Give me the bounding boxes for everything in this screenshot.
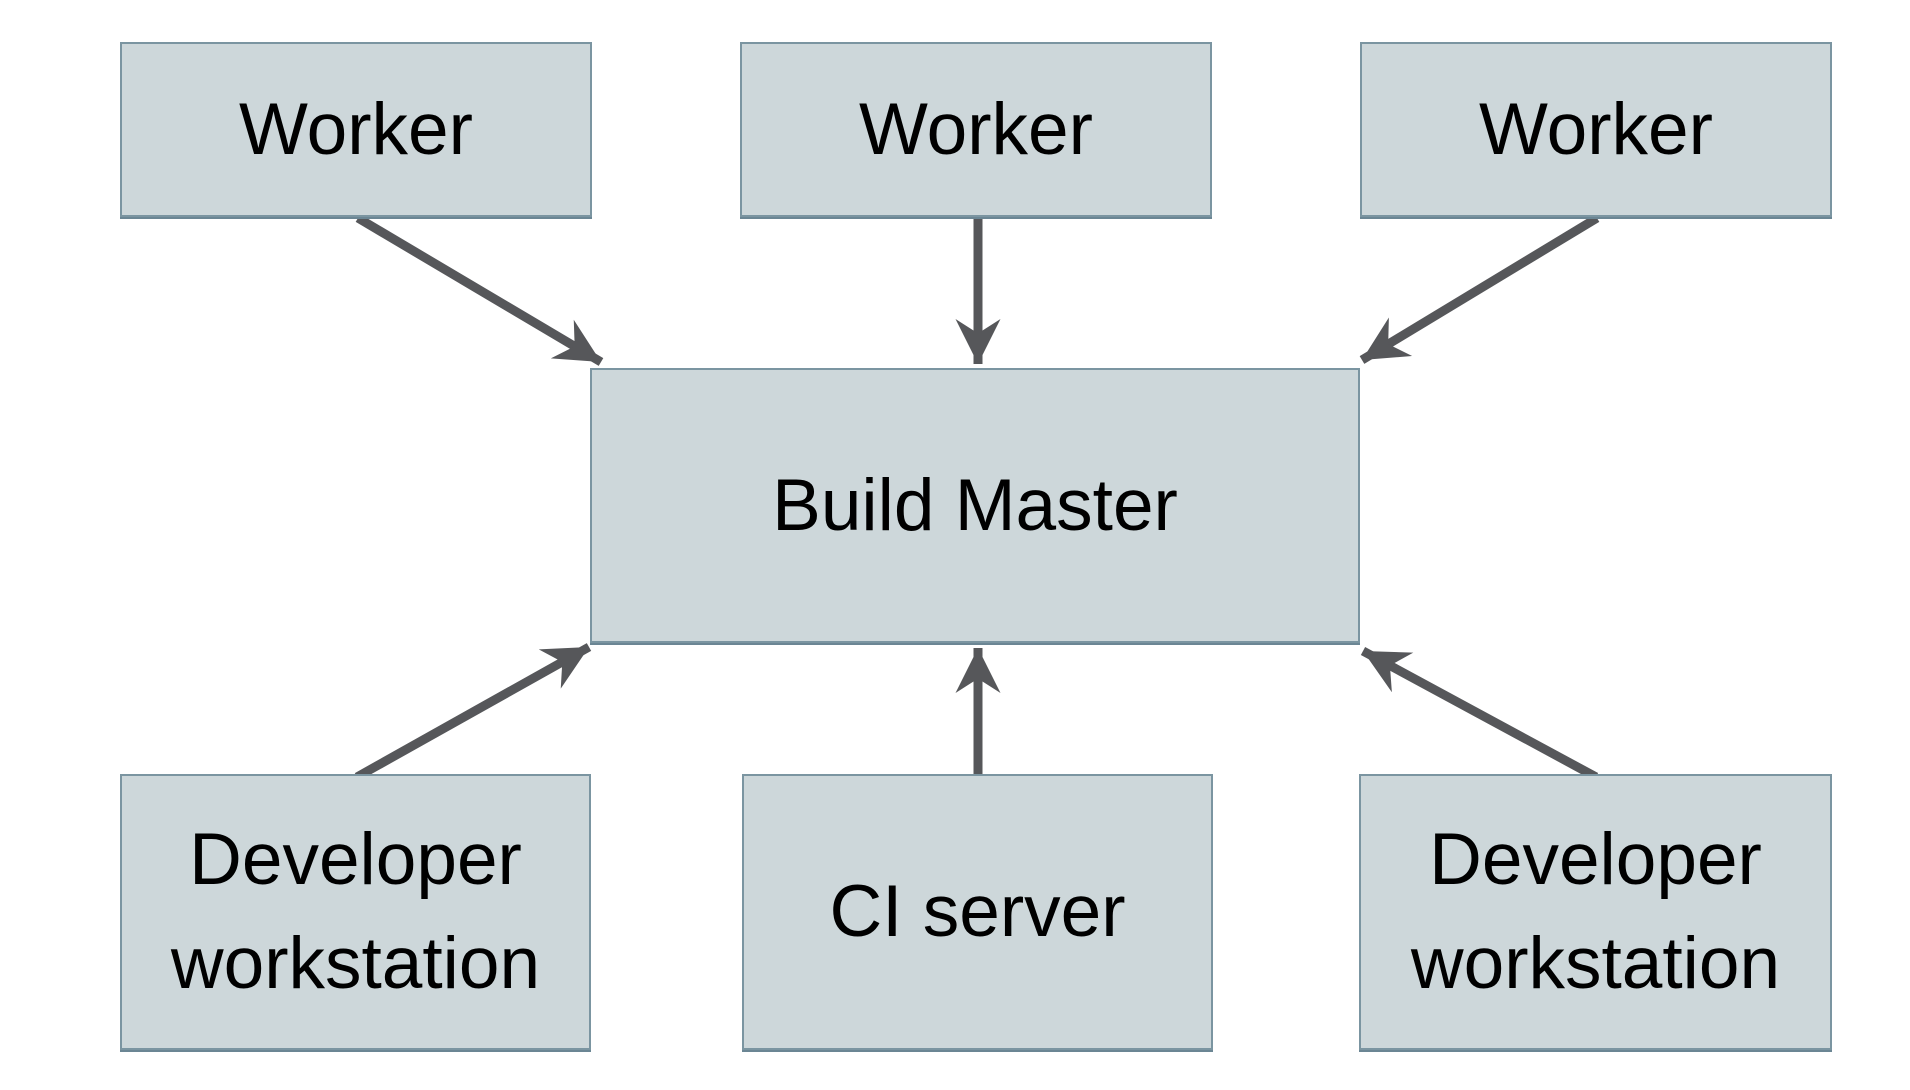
arrow-worker1-to-build-master: [355, 214, 604, 366]
arrow-dev-workstation-right-to-build-master: [1360, 647, 1599, 781]
node-worker-1-label: Worker: [239, 88, 473, 170]
node-worker-2: Worker: [740, 42, 1212, 217]
node-worker-3-label: Worker: [1479, 88, 1713, 170]
node-developer-workstation-right: Developer workstation: [1359, 774, 1832, 1050]
arrow-worker3-to-build-master: [1359, 214, 1600, 364]
node-build-master-label: Build Master: [772, 464, 1178, 546]
node-worker-2-label: Worker: [859, 88, 1093, 170]
node-worker-1: Worker: [120, 42, 592, 217]
node-developer-workstation-left: Developer workstation: [120, 774, 591, 1050]
node-ci-server-label: CI server: [829, 871, 1126, 953]
node-developer-workstation-left-label: Developer workstation: [170, 819, 541, 1004]
node-ci-server: CI server: [742, 774, 1213, 1050]
node-developer-workstation-right-label: Developer workstation: [1410, 819, 1781, 1004]
arrow-dev-workstation-left-to-build-master: [354, 643, 592, 781]
node-build-master: Build Master: [590, 368, 1360, 643]
node-worker-3: Worker: [1360, 42, 1832, 217]
